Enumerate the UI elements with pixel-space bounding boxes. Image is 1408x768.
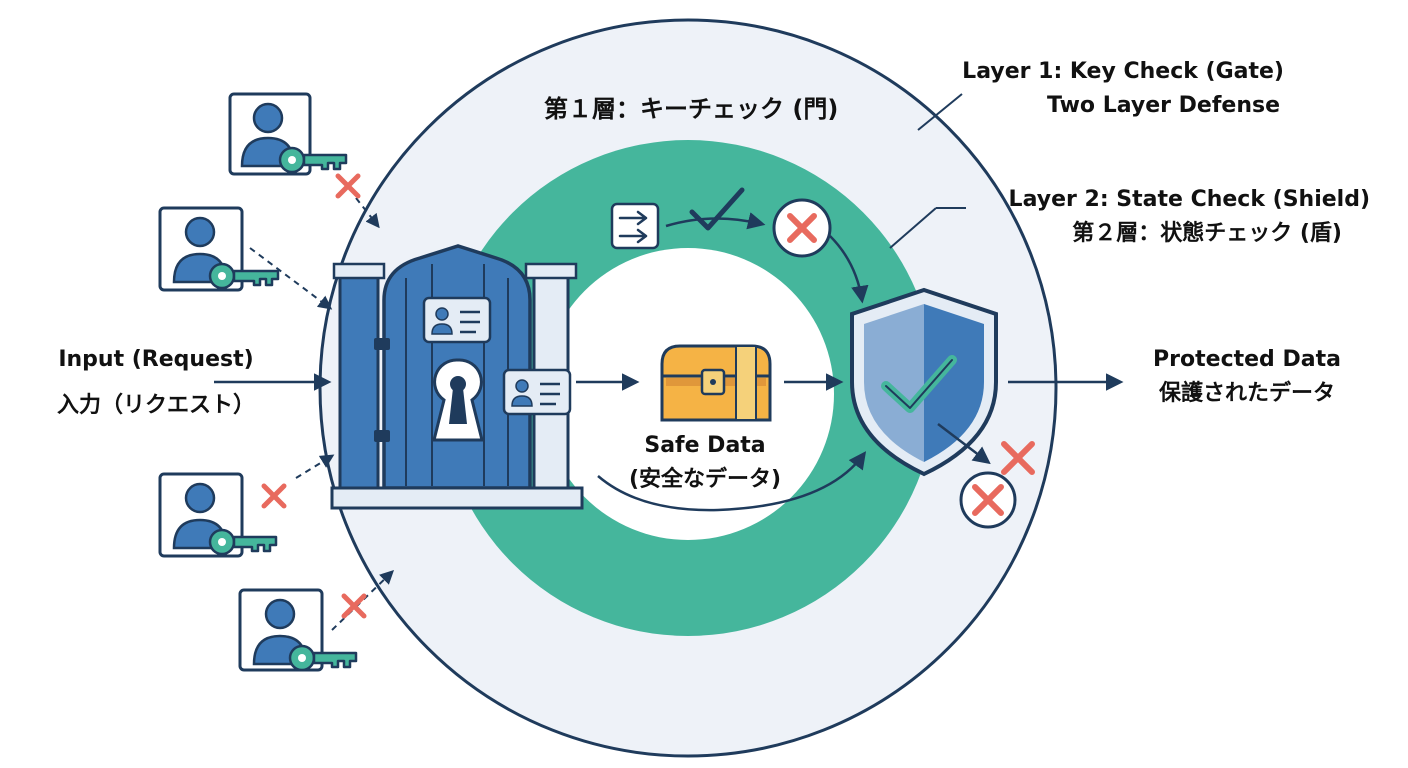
reject-icon [1001,441,1035,475]
requester-card-4 [238,588,358,672]
reject-icon [959,471,1017,529]
reject-icon [341,593,367,619]
safe-data-label-jp: (安全なデータ) [628,467,782,492]
request-arrow-4 [331,570,395,631]
bottom-bypass-arrow [597,451,867,512]
reject-icon [335,173,361,199]
diagram-title: Two Layer Defense [1047,93,1280,118]
id-card-icon [422,296,492,344]
key-icon [288,644,358,672]
layer2-leader-line [889,207,937,249]
check-icon [689,187,745,231]
output-label-jp: 保護されたデータ [1158,381,1335,406]
id-card-icon [502,368,572,416]
route-path-arrow [665,212,766,230]
key-icon [208,528,278,556]
reject-icon [261,483,287,509]
input-label-jp: 入力（リクエスト） [56,393,255,418]
layer1-leader-line [917,93,963,131]
route-icon [610,202,660,250]
requester-card-3 [158,472,278,558]
safe-data-label-en: Safe Data [644,433,766,458]
shield-reject-arrow [937,423,991,465]
request-arrow-1 [355,197,380,229]
layer1-title-en: Layer 1: Key Check (Gate) [962,59,1284,84]
requester-card-1 [228,92,348,176]
reject-icon [772,198,832,258]
layer1-title-jp: 第１層：キーチェック (門) [544,95,839,123]
shield-icon [850,287,998,477]
layer2-title-en: Layer 2: State Check (Shield) [1008,187,1370,212]
layer2-title-jp: 第２層：状態チェック (盾) [1072,221,1342,246]
request-arrow-3 [295,454,335,479]
treasure-chest-icon [660,344,772,422]
requester-card-2 [158,206,280,292]
key-icon [208,262,280,290]
output-label-en: Protected Data [1153,347,1341,372]
input-label-en: Input (Request) [58,347,254,372]
reject-to-shield-arrow [829,235,869,304]
key-icon [278,146,348,174]
request-arrow-2 [249,247,333,310]
